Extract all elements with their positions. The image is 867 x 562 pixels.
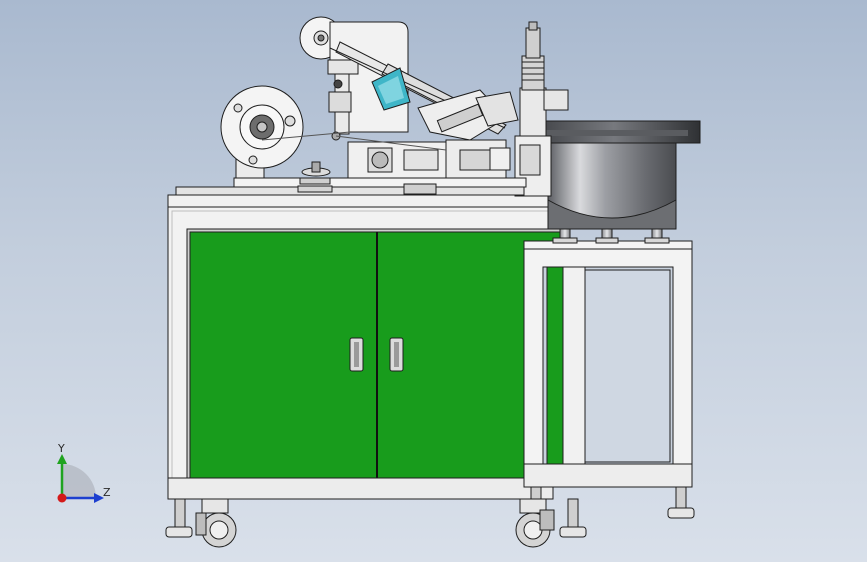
table-top (167, 194, 554, 208)
caster-wheel-right (515, 498, 555, 548)
feeder-stand (523, 226, 693, 488)
vibratory-bowl (527, 120, 701, 230)
label-roll (220, 85, 304, 191)
caster-wheel-left (195, 498, 237, 548)
main-cabinet (167, 194, 566, 500)
leveling-feet (165, 486, 695, 538)
axis-y-label: Y (58, 442, 65, 455)
feeder-mechanism (514, 21, 569, 197)
axis-z-label: Z (103, 486, 111, 499)
coordinate-axes-icon (57, 454, 104, 503)
labeling-head (261, 21, 519, 181)
base-plate (175, 161, 527, 196)
left-door-panel (189, 231, 378, 479)
